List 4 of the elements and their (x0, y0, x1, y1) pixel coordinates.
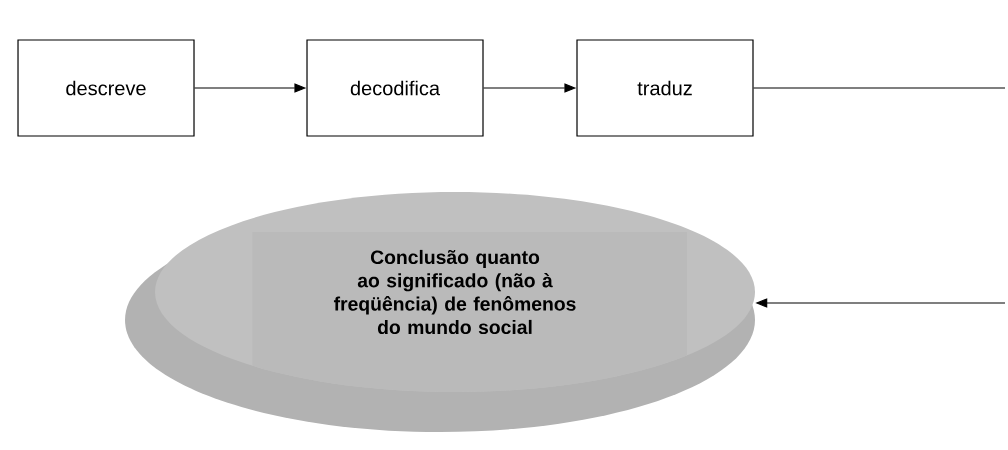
ellipse-node: Conclusão quanto ao significado (não à freqüência) de fenômenos do mundo social (125, 192, 755, 432)
process-box: decodifica (306, 39, 484, 137)
process-box: descreve (17, 39, 195, 137)
process-box: traduz (576, 39, 754, 137)
